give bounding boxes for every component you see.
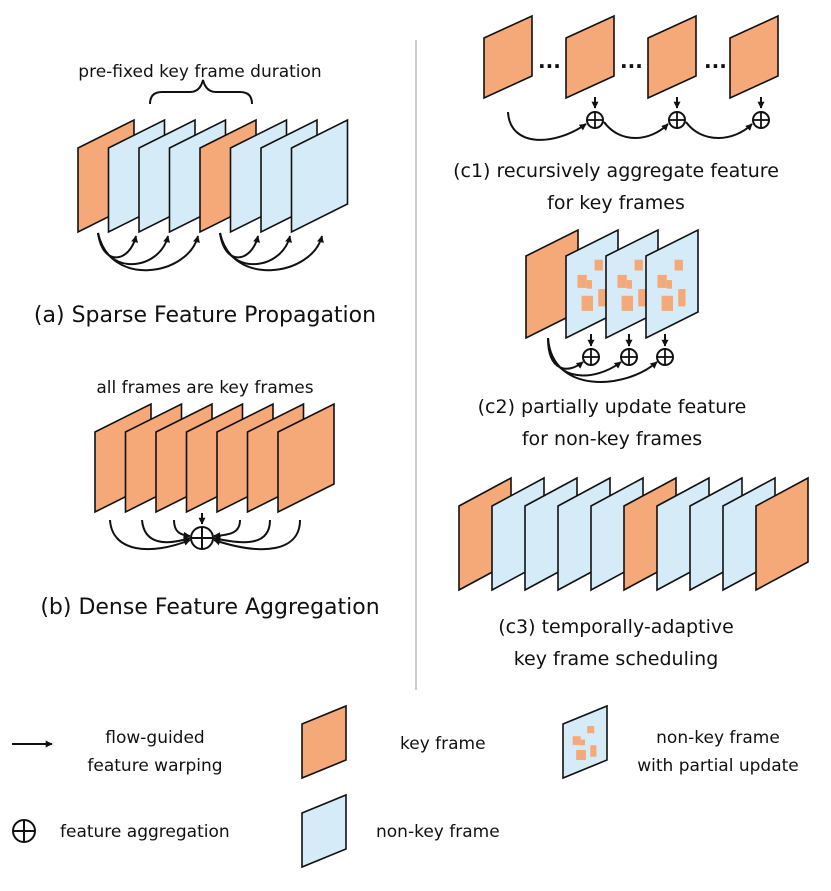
warp-arrow [685, 121, 753, 139]
partial-update-frame [565, 228, 619, 340]
warp-arrow [141, 519, 191, 544]
legend-partial-label-line1: non-key frame [656, 728, 780, 748]
key-frame [755, 476, 809, 592]
legend-warp-label-line2: feature warping [87, 756, 222, 776]
panel-c3: (c3) temporally-adaptive key frame sched… [458, 476, 809, 670]
partial-update-frame [562, 704, 608, 780]
warp-arrow [97, 232, 170, 266]
aggregation-icon [752, 111, 770, 129]
panel-b-caption: (b) Dense Feature Aggregation [40, 595, 379, 620]
panel-c3-frames [458, 476, 809, 592]
panel-c1-arrows [507, 97, 770, 141]
aggregation-icon [586, 111, 604, 129]
non-key-frame-icon [301, 793, 347, 869]
partial-update-frame [645, 228, 699, 340]
key-frame [647, 14, 697, 100]
key-frame [565, 14, 615, 100]
panel-c2-caption-line2: for non-key frames [522, 428, 702, 450]
legend-partial-label-line2: with partial update [637, 756, 799, 776]
warp-arrow [173, 519, 191, 539]
warp-arrow [97, 232, 138, 259]
circled-plus-icon [12, 819, 36, 843]
key-frame [483, 14, 533, 100]
panel-b-arrows [109, 513, 301, 551]
panel-c1-caption-line2: for key frames [547, 192, 685, 214]
non-key-frame [290, 118, 349, 234]
aggregation-icon [668, 111, 686, 129]
warp-arrow [219, 232, 324, 272]
panel-c1-caption-line1: (c1) recursively aggregate feature [453, 160, 779, 182]
warp-arrow [219, 232, 292, 266]
warp-arrow [97, 232, 200, 272]
ellipsis: ... [620, 49, 643, 73]
legend: flow-guided feature warping feature aggr… [12, 704, 799, 869]
legend-aggregation-label: feature aggregation [60, 822, 230, 842]
warp-arrow [603, 121, 669, 139]
aggregation-icon [620, 348, 638, 366]
panel-a-caption: (a) Sparse Feature Propagation [34, 303, 376, 328]
panel-b: all frames are key frames (b) Dense Feat… [40, 378, 379, 620]
partial-update-frame [605, 228, 659, 340]
warp-arrow [547, 337, 658, 383]
panel-c1-frames [483, 14, 779, 100]
legend-key-label: key frame [400, 734, 486, 754]
warp-arrow [219, 232, 260, 259]
key-frame [729, 14, 779, 100]
panel-c1: ... ... ... ( [453, 14, 779, 214]
panel-c3-caption-line1: (c3) temporally-adaptive [498, 616, 734, 638]
panel-a-frames [77, 118, 349, 234]
warp-arrow [213, 519, 241, 540]
key-frame [301, 704, 347, 780]
aggregation-icon [190, 526, 214, 550]
partial-update-frame-icon [562, 704, 608, 780]
panel-a-arrows [97, 232, 324, 272]
warp-arrow [507, 111, 587, 141]
ellipsis: ... [538, 49, 561, 73]
panel-a: pre-fixed key frame duration (a) Sparse … [34, 62, 376, 328]
key-frame [277, 402, 335, 514]
panel-b-annotation: all frames are key frames [96, 378, 313, 398]
panel-b-frames [94, 402, 335, 514]
legend-nonkey-label: non-key frame [376, 822, 500, 842]
key-frame-icon [301, 704, 347, 780]
non-key-frame [301, 793, 347, 869]
warp-arrow [213, 519, 301, 551]
warp-arrow [547, 337, 584, 370]
panel-c2-caption-line1: (c2) partially update feature [478, 396, 747, 418]
legend-warp-label-line1: flow-guided [105, 728, 204, 748]
duration-brace [149, 79, 253, 105]
ellipsis: ... [704, 49, 727, 73]
panel-c2-arrows [547, 334, 674, 383]
warp-arrow [109, 519, 191, 551]
warp-arrow [213, 519, 271, 544]
panel-c3-caption-line2: key frame scheduling [514, 648, 719, 670]
aggregation-icon [656, 348, 674, 366]
panel-c2-frames [525, 228, 699, 340]
panel-a-annotation: pre-fixed key frame duration [78, 62, 321, 82]
aggregation-icon [582, 348, 600, 366]
panel-c2: (c2) partially update feature for non-ke… [478, 228, 747, 450]
